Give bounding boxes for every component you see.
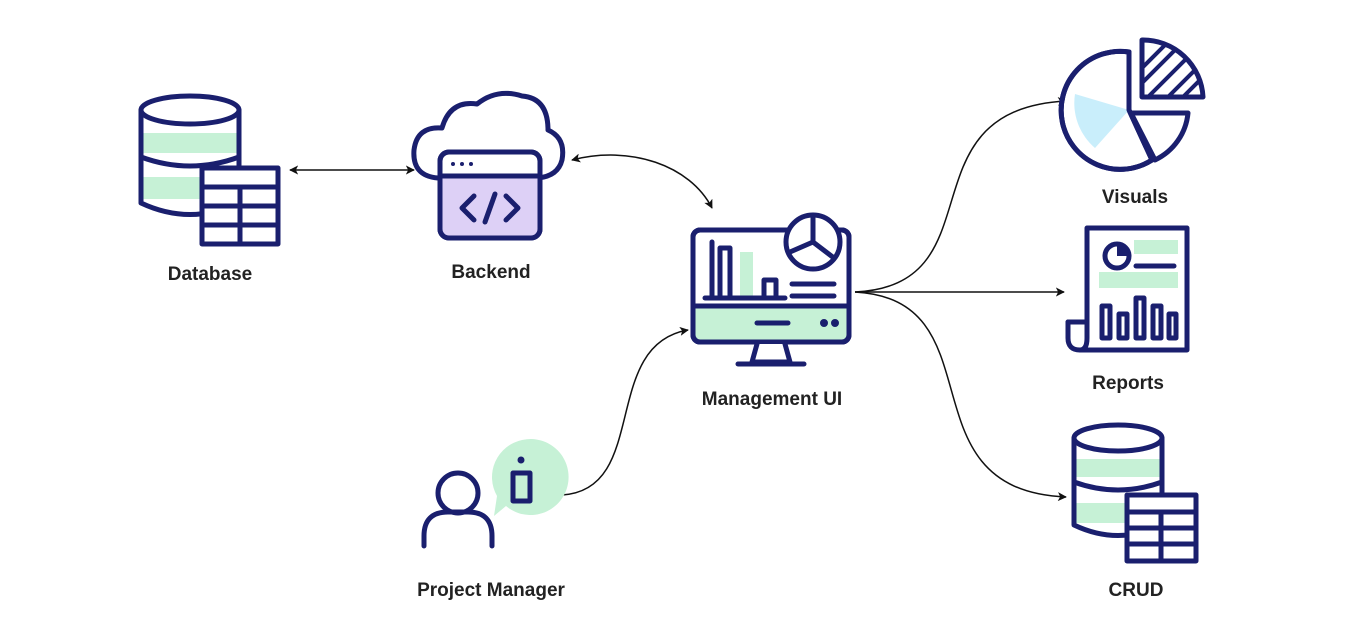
database-table-icon — [138, 93, 281, 247]
node-label-management-ui: Management UI — [701, 389, 843, 410]
edges — [289, 96, 1067, 502]
node-label-reports: Reports — [1092, 373, 1164, 394]
database-table-icon — [1071, 422, 1199, 564]
node-label-crud: CRUD — [1108, 580, 1164, 601]
edge-management-ui-visuals — [854, 96, 1067, 293]
edge-backend-management-ui — [571, 153, 713, 209]
user-info-icon — [421, 439, 569, 549]
edge-management-ui-crud — [854, 291, 1067, 502]
edge-project-manager-management-ui — [561, 326, 689, 496]
node-label-backend: Backend — [451, 262, 531, 283]
monitor-dashboard-icon — [690, 212, 852, 367]
node-label-database: Database — [167, 264, 253, 285]
report-document-icon — [1065, 225, 1190, 353]
node-label-visuals: Visuals — [1101, 187, 1169, 208]
cloud-code-icon — [411, 90, 566, 241]
node-label-project-manager: Project Manager — [417, 580, 565, 601]
pie-chart-icon — [1058, 37, 1206, 172]
